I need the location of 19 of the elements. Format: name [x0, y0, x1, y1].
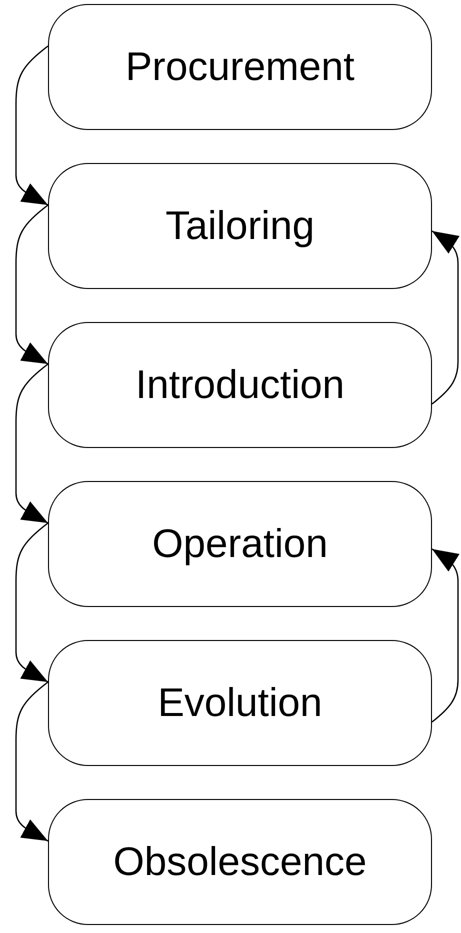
arrow	[15, 45, 48, 206]
stage-label: Procurement	[126, 44, 354, 90]
arrow	[15, 363, 48, 524]
stage-box	[48, 640, 432, 766]
stage-label: Introduction	[135, 362, 345, 408]
arrow	[15, 204, 48, 365]
arrow	[15, 681, 48, 842]
stage-label: Evolution	[158, 680, 322, 726]
stage-label: Obsolescence	[113, 840, 367, 884]
stage-box	[48, 4, 432, 130]
stage-label: Operation	[152, 522, 328, 566]
stage-box	[48, 322, 432, 448]
arrow	[432, 548, 460, 722]
stage-box	[48, 799, 432, 925]
arrow	[15, 522, 48, 683]
stage-label: Tailoring	[166, 204, 314, 248]
stage-box	[48, 481, 432, 607]
arrow	[432, 230, 460, 404]
stage-box	[48, 163, 432, 289]
